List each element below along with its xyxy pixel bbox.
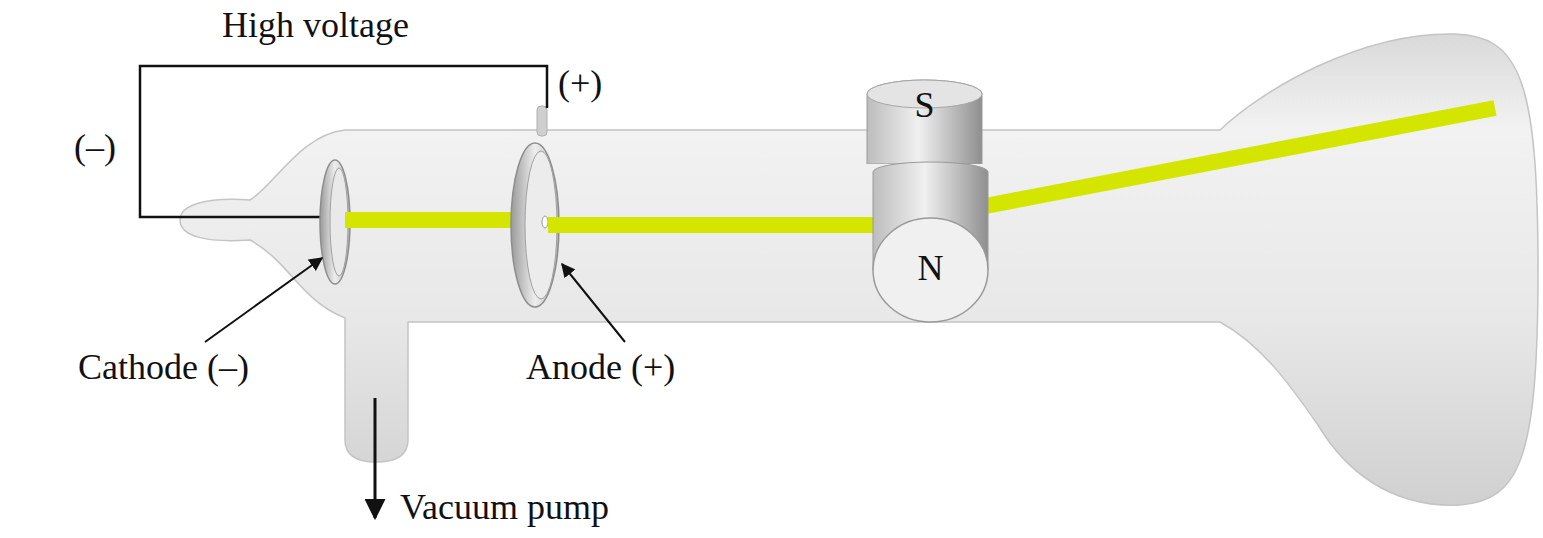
magnet-pole: S <box>862 72 987 164</box>
pole-letter: S <box>862 86 987 126</box>
magnet-outline <box>868 160 993 326</box>
pump-arrow <box>374 398 377 518</box>
part-label: (–) <box>74 128 116 168</box>
part-label: Vacuum pump <box>400 488 609 528</box>
leader-line <box>562 264 625 342</box>
part-label: High voltage <box>222 6 409 46</box>
electron-beam <box>548 217 570 233</box>
pole-letter: N <box>868 249 993 289</box>
anode-terminal <box>537 106 547 136</box>
anode-hole <box>542 216 548 228</box>
electron-beam <box>548 217 890 233</box>
electron-beam <box>975 108 1495 208</box>
glass-tube <box>180 34 1538 505</box>
leader-line <box>205 258 322 342</box>
magnet-pole: N <box>868 160 993 326</box>
part-label: Anode (+) <box>526 348 675 388</box>
part-label: (+) <box>558 64 602 104</box>
electron-beam <box>345 212 518 228</box>
electron-beam <box>345 212 360 228</box>
part-label: Cathode (–) <box>78 348 249 388</box>
